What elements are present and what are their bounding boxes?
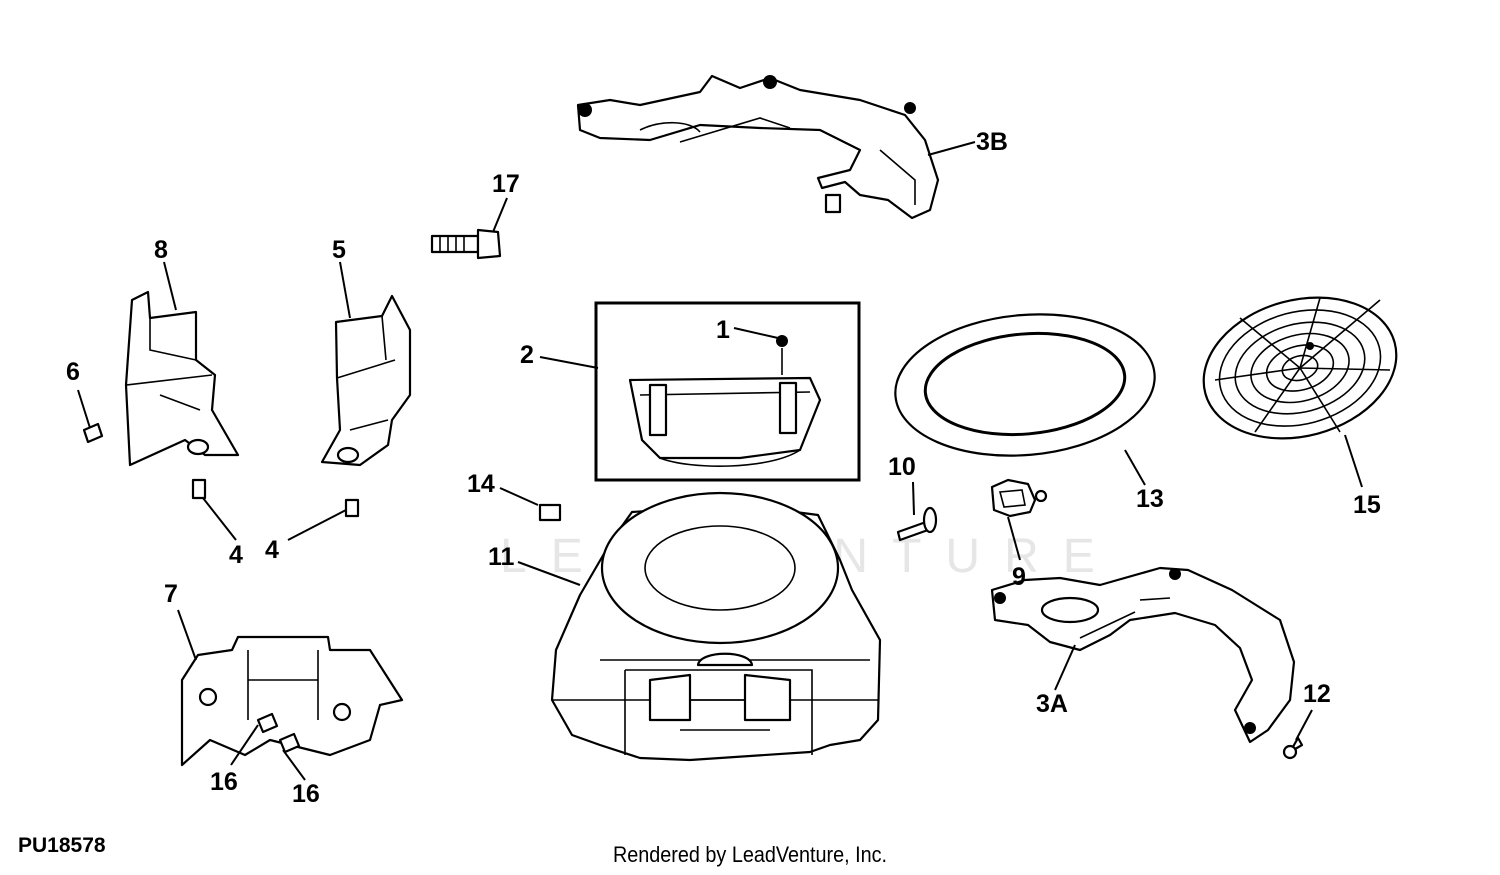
callout-2: 2: [520, 341, 534, 369]
callout-4-right: 4: [265, 536, 279, 564]
part-16-screw-right: [278, 732, 301, 754]
callout-3b: 3B: [976, 128, 1008, 156]
callout-13: 13: [1136, 485, 1164, 513]
part-12-screw: [1282, 736, 1304, 760]
callout-7: 7: [164, 580, 178, 608]
part-6-screw: [82, 422, 104, 444]
leader-lines: [77, 141, 1363, 781]
callout-labels: 3B 17 8 5 6 4 4 2 1 14 11 10 9 13 15 3A …: [66, 128, 1381, 808]
callout-1: 1: [716, 316, 730, 344]
part-1-fastener: [776, 335, 788, 375]
part-2-kit-box: [594, 301, 861, 482]
callout-8: 8: [154, 236, 168, 264]
part-7-shield: [180, 635, 404, 767]
part-13-ring: [894, 313, 1156, 457]
callout-10: 10: [888, 453, 916, 481]
part-15-grille: [1202, 296, 1398, 440]
part-3a-baffle: [990, 566, 1296, 744]
callout-15: 15: [1353, 491, 1381, 519]
callout-9: 9: [1012, 563, 1026, 591]
render-credit: Rendered by LeadVenture, Inc.: [612, 842, 888, 867]
part-14-nut: [538, 503, 562, 522]
part-11-blower-housing: [550, 491, 882, 762]
callout-17: 17: [492, 170, 520, 198]
part-4-screw-left: [191, 478, 207, 500]
callout-6: 6: [66, 358, 80, 386]
callout-12: 12: [1303, 680, 1331, 708]
part-4-screw-right: [344, 498, 360, 518]
part-8-shield: [124, 290, 240, 467]
callout-4-left: 4: [229, 541, 243, 569]
callout-16-left: 16: [210, 768, 238, 796]
callout-5: 5: [332, 236, 346, 264]
callout-16-right: 16: [292, 780, 320, 808]
callout-11: 11: [488, 543, 515, 571]
part-16-screw-left: [256, 712, 279, 734]
figure-id: PU18578: [18, 834, 106, 857]
part-9-clip: [990, 478, 1048, 518]
part-3b-baffle: [576, 74, 940, 220]
part-5-shield: [320, 294, 412, 467]
part-10-screw: [896, 506, 938, 542]
callout-14: 14: [467, 470, 495, 498]
callout-3a: 3A: [1036, 690, 1068, 718]
part-17-bolt: [430, 228, 502, 260]
